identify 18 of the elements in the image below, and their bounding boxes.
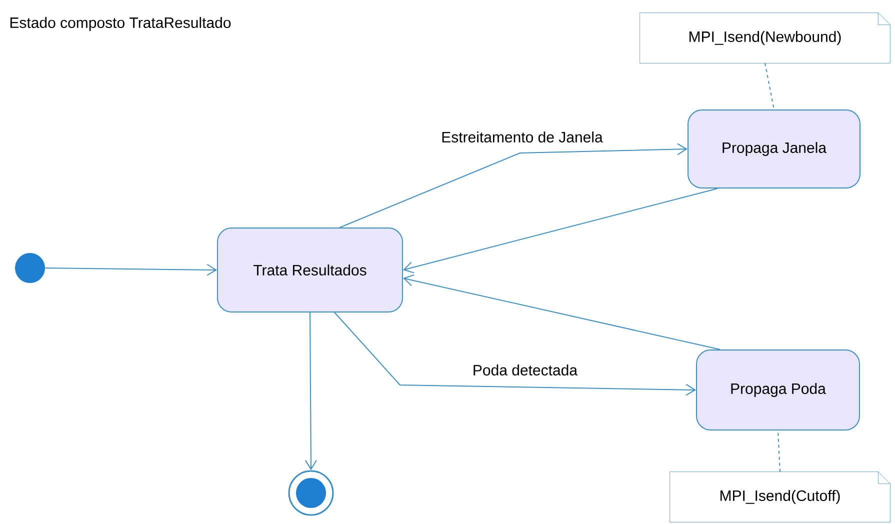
transition-arrow	[44, 264, 217, 276]
state-box: Propaga Janela	[688, 110, 860, 188]
initial-state-dot	[15, 253, 45, 283]
edge-label: Poda detectada	[470, 362, 580, 378]
transition-arrow	[403, 274, 721, 350]
note-box: MPI_Isend(Cutoff)	[670, 472, 890, 522]
transition-arrow	[304, 312, 317, 470]
transition-arrow	[403, 188, 718, 274]
dashed-connector	[778, 430, 780, 472]
diagram-title: Estado composto TrataResultado	[10, 17, 231, 31]
dashed-connector	[764, 62, 774, 110]
transition-arrow	[334, 312, 696, 396]
state-box: Trata Resultados	[217, 228, 403, 312]
edge-label: Estreitamento de Janela	[439, 130, 605, 144]
transition-arrow	[339, 143, 688, 228]
state-box: Propaga Poda	[696, 350, 860, 430]
final-state-symbol	[288, 470, 334, 516]
note-box: MPI_Isend(Newbound)	[640, 12, 890, 64]
